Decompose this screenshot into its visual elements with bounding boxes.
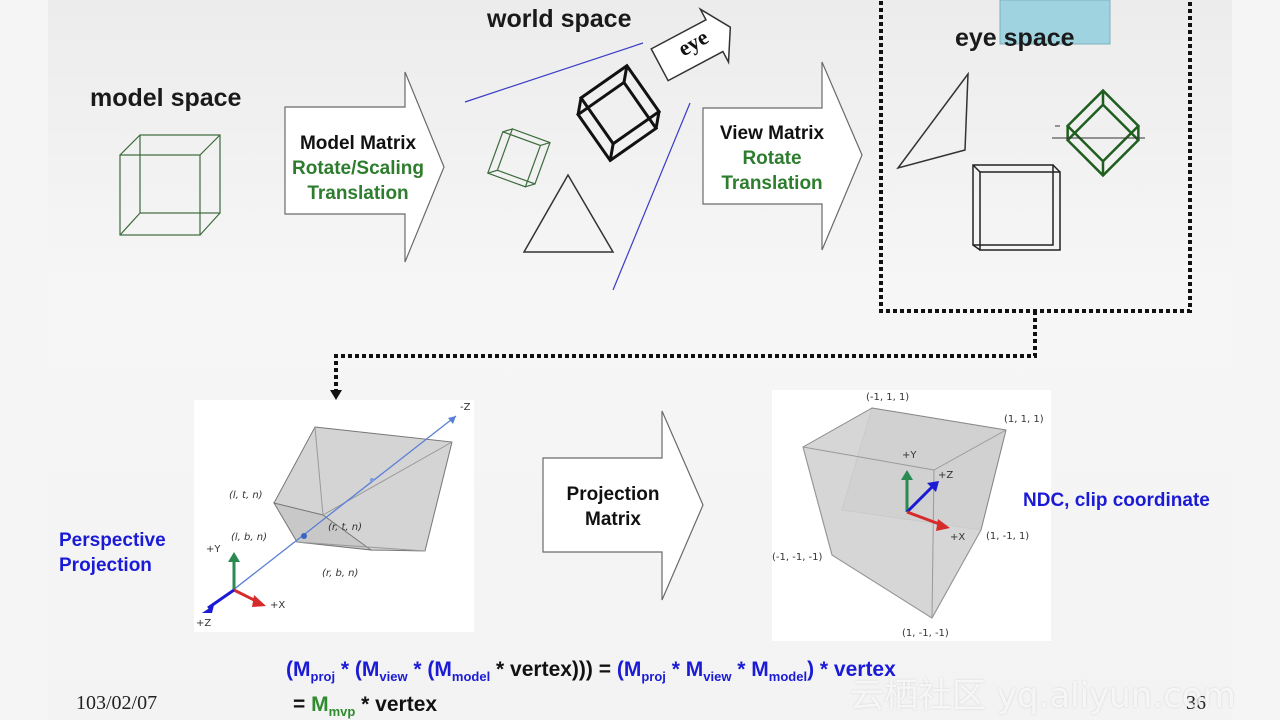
- eye-space-title: eye space: [955, 24, 1075, 52]
- world-black-cube: [575, 63, 662, 163]
- ndc-corner-1-m1-1: (1, -1, 1): [986, 531, 1030, 542]
- formula-view-sub: view: [379, 669, 408, 685]
- ndc-plus-z-label: +Z: [938, 470, 954, 481]
- model-space-cube: [119, 134, 221, 236]
- model-matrix-line3: Translation: [307, 183, 409, 204]
- frustum-lbn-label: (l, b, n): [231, 532, 267, 543]
- formula-star-vertex: * vertex: [355, 693, 438, 716]
- formula-open-m: (M: [616, 658, 642, 681]
- formula-eq: =: [293, 693, 312, 716]
- frustum-drawing: [202, 415, 457, 613]
- view-matrix-line3: Translation: [721, 173, 823, 194]
- eye-square-cube: [972, 164, 1061, 251]
- formula-close-vertex: ) * vertex: [807, 658, 896, 681]
- world-space-title: world space: [487, 5, 632, 33]
- ndc-panel: (-1, 1, 1) (1, 1, 1) (1, -1, 1) (-1, -1,…: [772, 390, 1051, 641]
- formula-m: M: [311, 693, 329, 716]
- ndc-corner-m1-m1-m1: (-1, -1, -1): [772, 552, 823, 563]
- connector-arrowhead: [330, 390, 342, 400]
- view-matrix-label: View Matrix Rotate Translation: [705, 121, 839, 196]
- formula-proj-sub: proj: [310, 669, 336, 685]
- projection-matrix-line1: Projection: [566, 484, 660, 505]
- eye-triangle: [896, 71, 969, 170]
- formula-star-open-m2: * (M: [407, 658, 452, 681]
- frustum-neg-z-label: -Z: [460, 402, 471, 413]
- frustum-rbn-label: (r, b, n): [322, 568, 359, 579]
- camera-box: [999, 0, 1111, 45]
- ndc-corner-m1-1-1: (-1, 1, 1): [866, 392, 910, 403]
- model-matrix-label: Model Matrix Rotate/Scaling Translation: [282, 131, 434, 206]
- model-matrix-arrow: [284, 71, 445, 263]
- ndc-clip-label: NDC, clip coordinate: [1023, 490, 1210, 511]
- model-matrix-line1: Model Matrix: [299, 133, 417, 154]
- ndc-drawing: [802, 407, 1007, 619]
- formula-model-sub: model: [451, 669, 491, 685]
- formula-proj2-sub: proj: [641, 669, 666, 685]
- model-space-title: model space: [90, 84, 242, 112]
- frustum-plus-x-label: +X: [270, 600, 286, 611]
- formula-view2-sub: view: [703, 669, 732, 685]
- view-matrix-line2: Rotate: [742, 148, 802, 169]
- mvp-formula-line2: = Mmvp * vertex: [293, 693, 437, 719]
- frustum-plus-y-label: +Y: [206, 544, 221, 555]
- eye-green-cube: [1065, 88, 1141, 178]
- world-triangle: [522, 173, 615, 253]
- perspective-line1: Perspective: [59, 530, 166, 551]
- projection-matrix-arrow: [542, 410, 704, 601]
- footer-date: 103/02/07: [76, 692, 158, 714]
- footer-page-number: 36: [1186, 692, 1206, 714]
- watermark: 云栖社区 yq.aliyun.com: [850, 676, 1236, 716]
- frustum-panel: -Z (l, t, n) (l, b, n) (r, t, n) (r, b, …: [194, 400, 474, 632]
- ndc-corner-1-m1-m1: (1, -1, -1): [902, 628, 949, 639]
- ndc-plus-x-label: +X: [950, 532, 966, 543]
- frustum-ltn-label: (l, t, n): [229, 490, 263, 501]
- formula-star-m: * M: [665, 658, 704, 681]
- dotted-connector: [334, 311, 1037, 392]
- eye-arrow: [650, 7, 732, 82]
- world-line-top: [464, 42, 644, 103]
- world-green-cube: [487, 128, 551, 188]
- view-matrix-line1: View Matrix: [719, 123, 825, 144]
- formula-star-m2: * M: [731, 658, 769, 681]
- world-line-bottom: [612, 102, 691, 291]
- projection-matrix-label: Projection Matrix: [546, 482, 680, 532]
- mvp-formula-line1: (Mproj * (Mview * (Mmodel * vertex))) = …: [286, 658, 896, 684]
- formula-mvp-sub: mvp: [328, 704, 356, 720]
- perspective-line2: Projection: [59, 555, 152, 576]
- formula-vertex-close: * vertex))) =: [490, 658, 617, 681]
- formula-star-open-m: * (M: [335, 658, 380, 681]
- ndc-plus-y-label: +Y: [902, 450, 917, 461]
- perspective-projection-label: Perspective Projection: [59, 528, 166, 578]
- view-matrix-arrow: [702, 61, 863, 251]
- ndc-corner-1-1-1: (1, 1, 1): [1004, 414, 1044, 425]
- frustum-plus-z-label: +Z: [196, 618, 212, 629]
- formula-open1: (M: [286, 658, 311, 681]
- projection-matrix-line2: Matrix: [585, 509, 641, 530]
- frustum-rtn-label: (r, t, n): [328, 522, 362, 533]
- model-matrix-line2: Rotate/Scaling: [292, 158, 424, 179]
- formula-model2-sub: model: [768, 669, 808, 685]
